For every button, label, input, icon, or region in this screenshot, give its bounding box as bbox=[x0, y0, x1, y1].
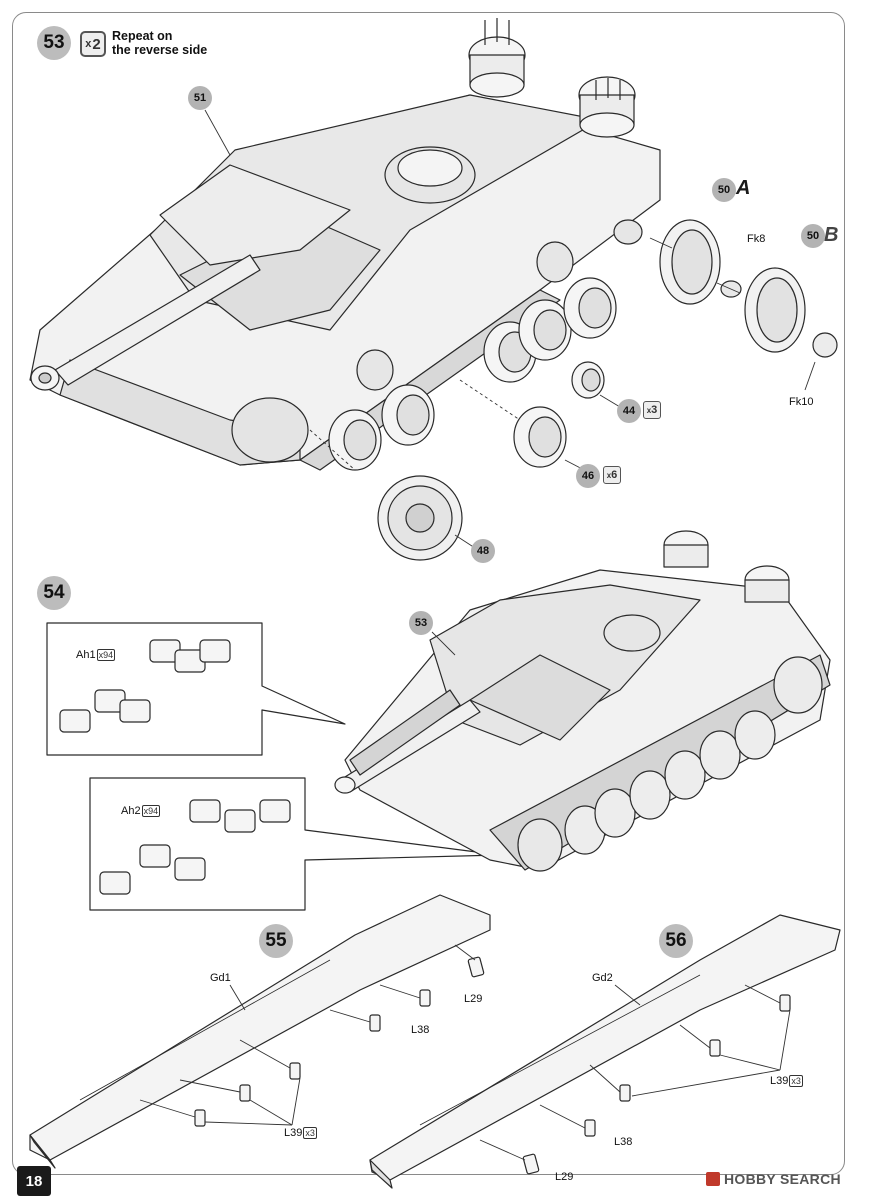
variant-a-label: A bbox=[736, 177, 751, 199]
fender-gd1 bbox=[29, 894, 491, 1169]
step-53-note-line1: Repeat on bbox=[112, 29, 173, 43]
step-56-number: 56 bbox=[659, 924, 693, 958]
track-detail-box-1 bbox=[46, 622, 346, 756]
road-wheels-step53 bbox=[328, 219, 838, 561]
ah2-qty-value: 94 bbox=[148, 806, 159, 816]
fk8-label: Fk8 bbox=[747, 233, 766, 245]
l39-text-step55: L39 bbox=[284, 1127, 303, 1139]
gd1-label: Gd1 bbox=[210, 972, 231, 984]
ah1-text: Ah1 bbox=[76, 649, 96, 661]
part-51-callout: 51 bbox=[188, 86, 212, 110]
l39-text-step56: L39 bbox=[770, 1075, 789, 1087]
step-53-number: 53 bbox=[37, 26, 71, 60]
ah1-qty-value: 94 bbox=[103, 650, 114, 660]
hull-step53 bbox=[29, 18, 661, 471]
part-44-callout: 44 bbox=[617, 399, 641, 423]
multiplier-value: 2 bbox=[92, 35, 101, 53]
part-48-callout: 48 bbox=[471, 539, 495, 563]
track-detail-box-2 bbox=[89, 777, 501, 911]
watermark: HOBBY SEARCH bbox=[706, 1171, 841, 1187]
watermark-logo-icon bbox=[706, 1172, 720, 1186]
qty-44-value: 3 bbox=[651, 404, 658, 416]
step-54-number: 54 bbox=[37, 576, 71, 610]
l39-qty-value-step56: 3 bbox=[795, 1076, 801, 1086]
l29-label-step55: L29 bbox=[464, 993, 483, 1005]
part-50b-callout: 50 bbox=[801, 224, 825, 248]
step-55-number: 55 bbox=[259, 924, 293, 958]
fender-gd2 bbox=[369, 914, 841, 1189]
l39-qty-step56: x3 bbox=[789, 1075, 803, 1087]
page-frame bbox=[12, 12, 845, 1175]
qty-46-value: 6 bbox=[611, 469, 618, 481]
hull-step54 bbox=[334, 530, 831, 872]
variant-b-label: B bbox=[824, 224, 839, 246]
step-53-note-line2: the reverse side bbox=[112, 43, 208, 57]
part-53-callout: 53 bbox=[409, 611, 433, 635]
ah2-text: Ah2 bbox=[121, 805, 141, 817]
l29-label-step56: L29 bbox=[555, 1171, 574, 1183]
page-number: 18 bbox=[17, 1166, 51, 1196]
part-46-callout: 46 bbox=[576, 464, 600, 488]
fk10-label: Fk10 bbox=[789, 396, 814, 408]
ah2-qty: x94 bbox=[141, 805, 161, 817]
part-50a-callout: 50 bbox=[712, 178, 736, 202]
l39-qty-value-step55: 3 bbox=[309, 1128, 315, 1138]
ah1-qty: x94 bbox=[96, 649, 116, 661]
l39-qty-step55: x3 bbox=[303, 1127, 317, 1139]
l38-label-step55: L38 bbox=[411, 1024, 430, 1036]
watermark-text: HOBBY SEARCH bbox=[724, 1171, 841, 1187]
l38-label-step56: L38 bbox=[614, 1136, 633, 1148]
gd2-label: Gd2 bbox=[592, 972, 613, 984]
